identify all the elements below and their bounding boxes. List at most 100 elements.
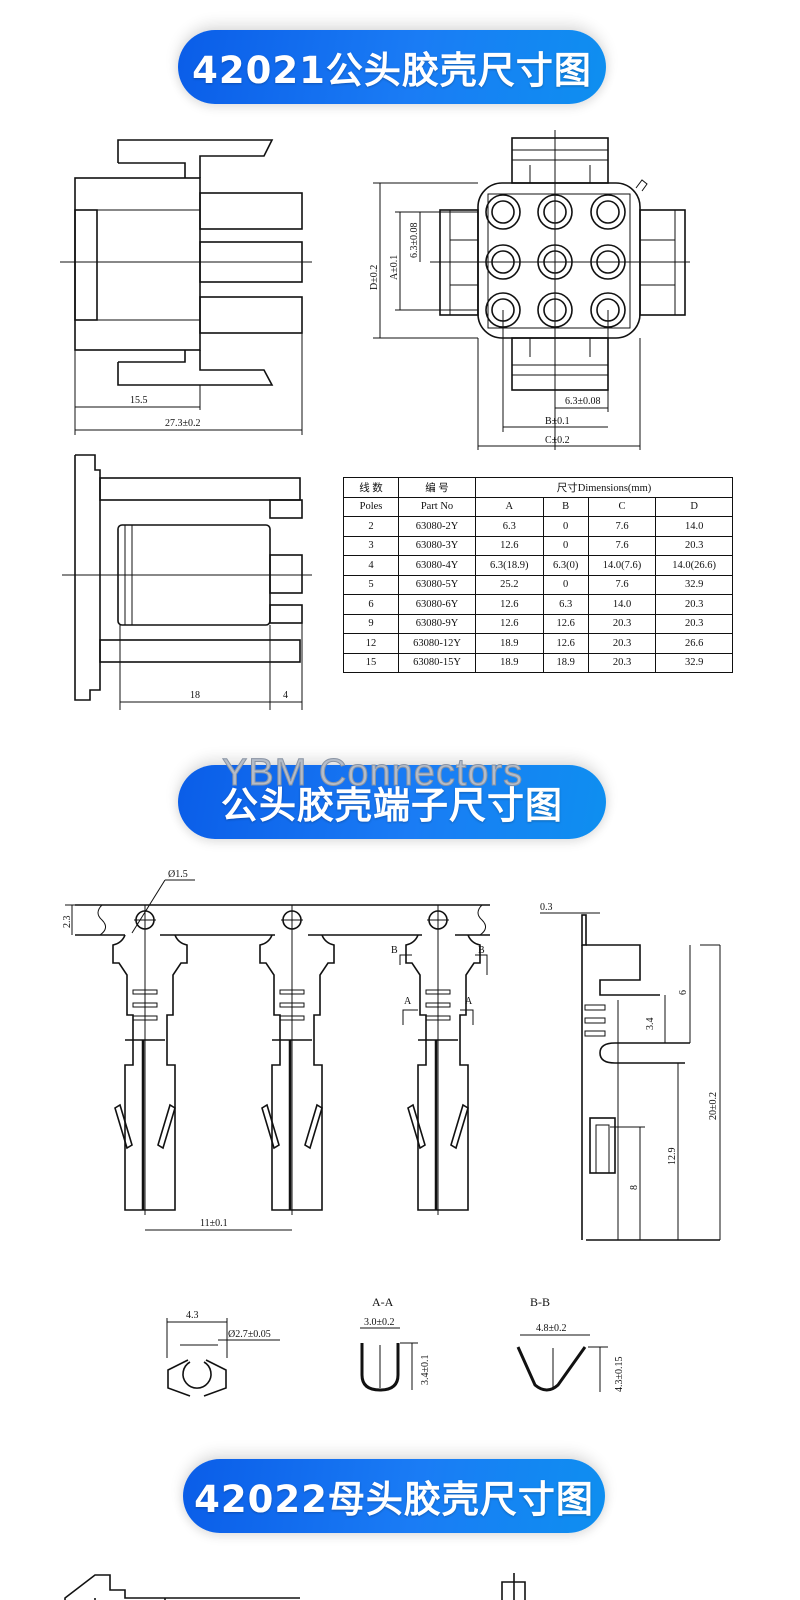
dim-pitch-vertical: 6.3±0.08 xyxy=(409,223,420,259)
dim-12-9: 12.9 xyxy=(667,1148,678,1166)
table-cell: 0 xyxy=(542,535,589,556)
table-cell: 63080-2Y xyxy=(398,516,476,537)
table-cell: 12.6 xyxy=(475,535,544,556)
dim-ring-diameter: Ø2.7±0.05 xyxy=(228,1329,271,1340)
header-cell: D xyxy=(655,496,733,517)
header-cell: B xyxy=(542,496,589,517)
table-cell: 6.3 xyxy=(475,516,544,537)
table-cell: 63080-4Y xyxy=(398,555,476,576)
table-cell: 12.6 xyxy=(475,594,544,615)
table-cell: 12.6 xyxy=(475,613,544,634)
dim-strip-2-3: 2.3 xyxy=(62,916,73,929)
dim-27-3: 27.3±0.2 xyxy=(165,418,201,429)
dim-a: A±0.1 xyxy=(389,255,400,280)
header-cell: C xyxy=(587,496,657,517)
table-cell: 14.0 xyxy=(587,594,657,615)
table-cell: 20.3 xyxy=(587,613,657,634)
table-cell: 12.6 xyxy=(542,633,589,654)
section-aa-drawing: A-A 3.0±0.2 3.4±0.1 xyxy=(360,1295,431,1392)
table-cell: 6.3 xyxy=(542,594,589,615)
table-cell: 26.6 xyxy=(655,633,733,654)
header-cell: 尺寸Dimensions(mm) xyxy=(475,477,733,498)
table-header-cn: 线 数编 号尺寸Dimensions(mm) xyxy=(343,477,733,498)
dim-ring-4-3: 4.3 xyxy=(186,1310,199,1321)
table-cell: 5 xyxy=(343,574,399,595)
terminal-side-view-drawing: 0.3 3.4 6 20±0.2 12.9 8 xyxy=(540,902,721,1241)
table-cell: 32.9 xyxy=(655,574,733,595)
dim-3-4: 3.4 xyxy=(645,1018,656,1031)
side-view-drawing: 15.5 27.3±0.2 xyxy=(60,139,312,435)
table-cell: 12 xyxy=(343,633,399,654)
section-b-right: B xyxy=(478,945,485,956)
watermark: YBM Connectors xyxy=(221,752,524,795)
table-cell: 6.3(0) xyxy=(542,555,589,576)
table-cell: 63080-9Y xyxy=(398,613,476,634)
section-bb-title: B-B xyxy=(530,1295,550,1309)
dim-pitch-11: 11±0.1 xyxy=(200,1218,228,1229)
dim-aa-width: 3.0±0.2 xyxy=(364,1317,395,1328)
table-cell: 3 xyxy=(343,535,399,556)
dim-pitch-horizontal: 6.3±0.08 xyxy=(565,396,601,407)
dim-hole-1-5: Ø1.5 xyxy=(168,869,188,880)
table-cell: 15 xyxy=(343,652,399,673)
dim-bb-width: 4.8±0.2 xyxy=(536,1323,567,1334)
section-b-left: B xyxy=(391,945,398,956)
section-a-right: A xyxy=(465,996,473,1007)
section-a-left: A xyxy=(404,996,412,1007)
dim-6: 6 xyxy=(678,990,689,995)
table-cell: 18.9 xyxy=(475,633,544,654)
table-cell: 20.3 xyxy=(587,633,657,654)
header-cell: Poles xyxy=(343,496,399,517)
section-banner-female-housing: 42022母头胶壳尺寸图 xyxy=(183,1459,605,1533)
section-banner-male-housing: 42021公头胶壳尺寸图 xyxy=(178,30,606,104)
table-cell: 14.0(26.6) xyxy=(655,555,733,576)
table-cell: 63080-3Y xyxy=(398,535,476,556)
header-cell: A xyxy=(475,496,544,517)
table-cell: 18.9 xyxy=(475,652,544,673)
table-cell: 7.6 xyxy=(587,574,657,595)
dim-aa-height: 3.4±0.1 xyxy=(420,1355,431,1386)
terminal-pin xyxy=(112,905,188,1215)
table-cell: 0 xyxy=(542,574,589,595)
table-cell: 18.9 xyxy=(542,652,589,673)
table-cell: 63080-12Y xyxy=(398,633,476,654)
dim-thickness-0-3: 0.3 xyxy=(540,902,553,913)
table-cell: 20.3 xyxy=(655,594,733,615)
pin-cavity xyxy=(485,194,521,230)
table-cell: 7.6 xyxy=(587,535,657,556)
table-cell: 9 xyxy=(343,613,399,634)
section-aa-title: A-A xyxy=(372,1295,394,1309)
table-cell: 63080-5Y xyxy=(398,574,476,595)
table-cell: 25.2 xyxy=(475,574,544,595)
dim-15-5: 15.5 xyxy=(130,395,148,406)
table-cell: 2 xyxy=(343,516,399,537)
section-bb-drawing: B-B 4.8±0.2 4.3±0.15 xyxy=(516,1295,625,1392)
table-cell: 63080-15Y xyxy=(398,652,476,673)
ring-section-drawing: 4.3 Ø2.7±0.05 xyxy=(166,1310,280,1397)
section-banner-male-terminal: 公头胶壳端子尺寸图 xyxy=(178,765,606,839)
dim-4: 4 xyxy=(283,690,288,701)
dim-20: 20±0.2 xyxy=(708,1092,719,1120)
table-cell: 20.3 xyxy=(655,613,733,634)
table-cell: 20.3 xyxy=(587,652,657,673)
pin-cavity xyxy=(590,194,626,230)
table-cell: 14.0(7.6) xyxy=(587,555,657,576)
table-cell: 6 xyxy=(343,594,399,615)
table-cell: 32.9 xyxy=(655,652,733,673)
terminal-pin xyxy=(405,905,481,1215)
dim-18: 18 xyxy=(190,690,200,701)
table-cell: 4 xyxy=(343,555,399,576)
table-cell: 6.3(18.9) xyxy=(475,555,544,576)
front-view-drawing: D±0.2 A±0.1 6.3±0.08 6.3±0.08 B±0.1 C±0.… xyxy=(369,130,690,450)
dim-c: C±0.2 xyxy=(545,435,570,446)
dim-8: 8 xyxy=(629,1185,640,1190)
table-cell: 0 xyxy=(542,516,589,537)
